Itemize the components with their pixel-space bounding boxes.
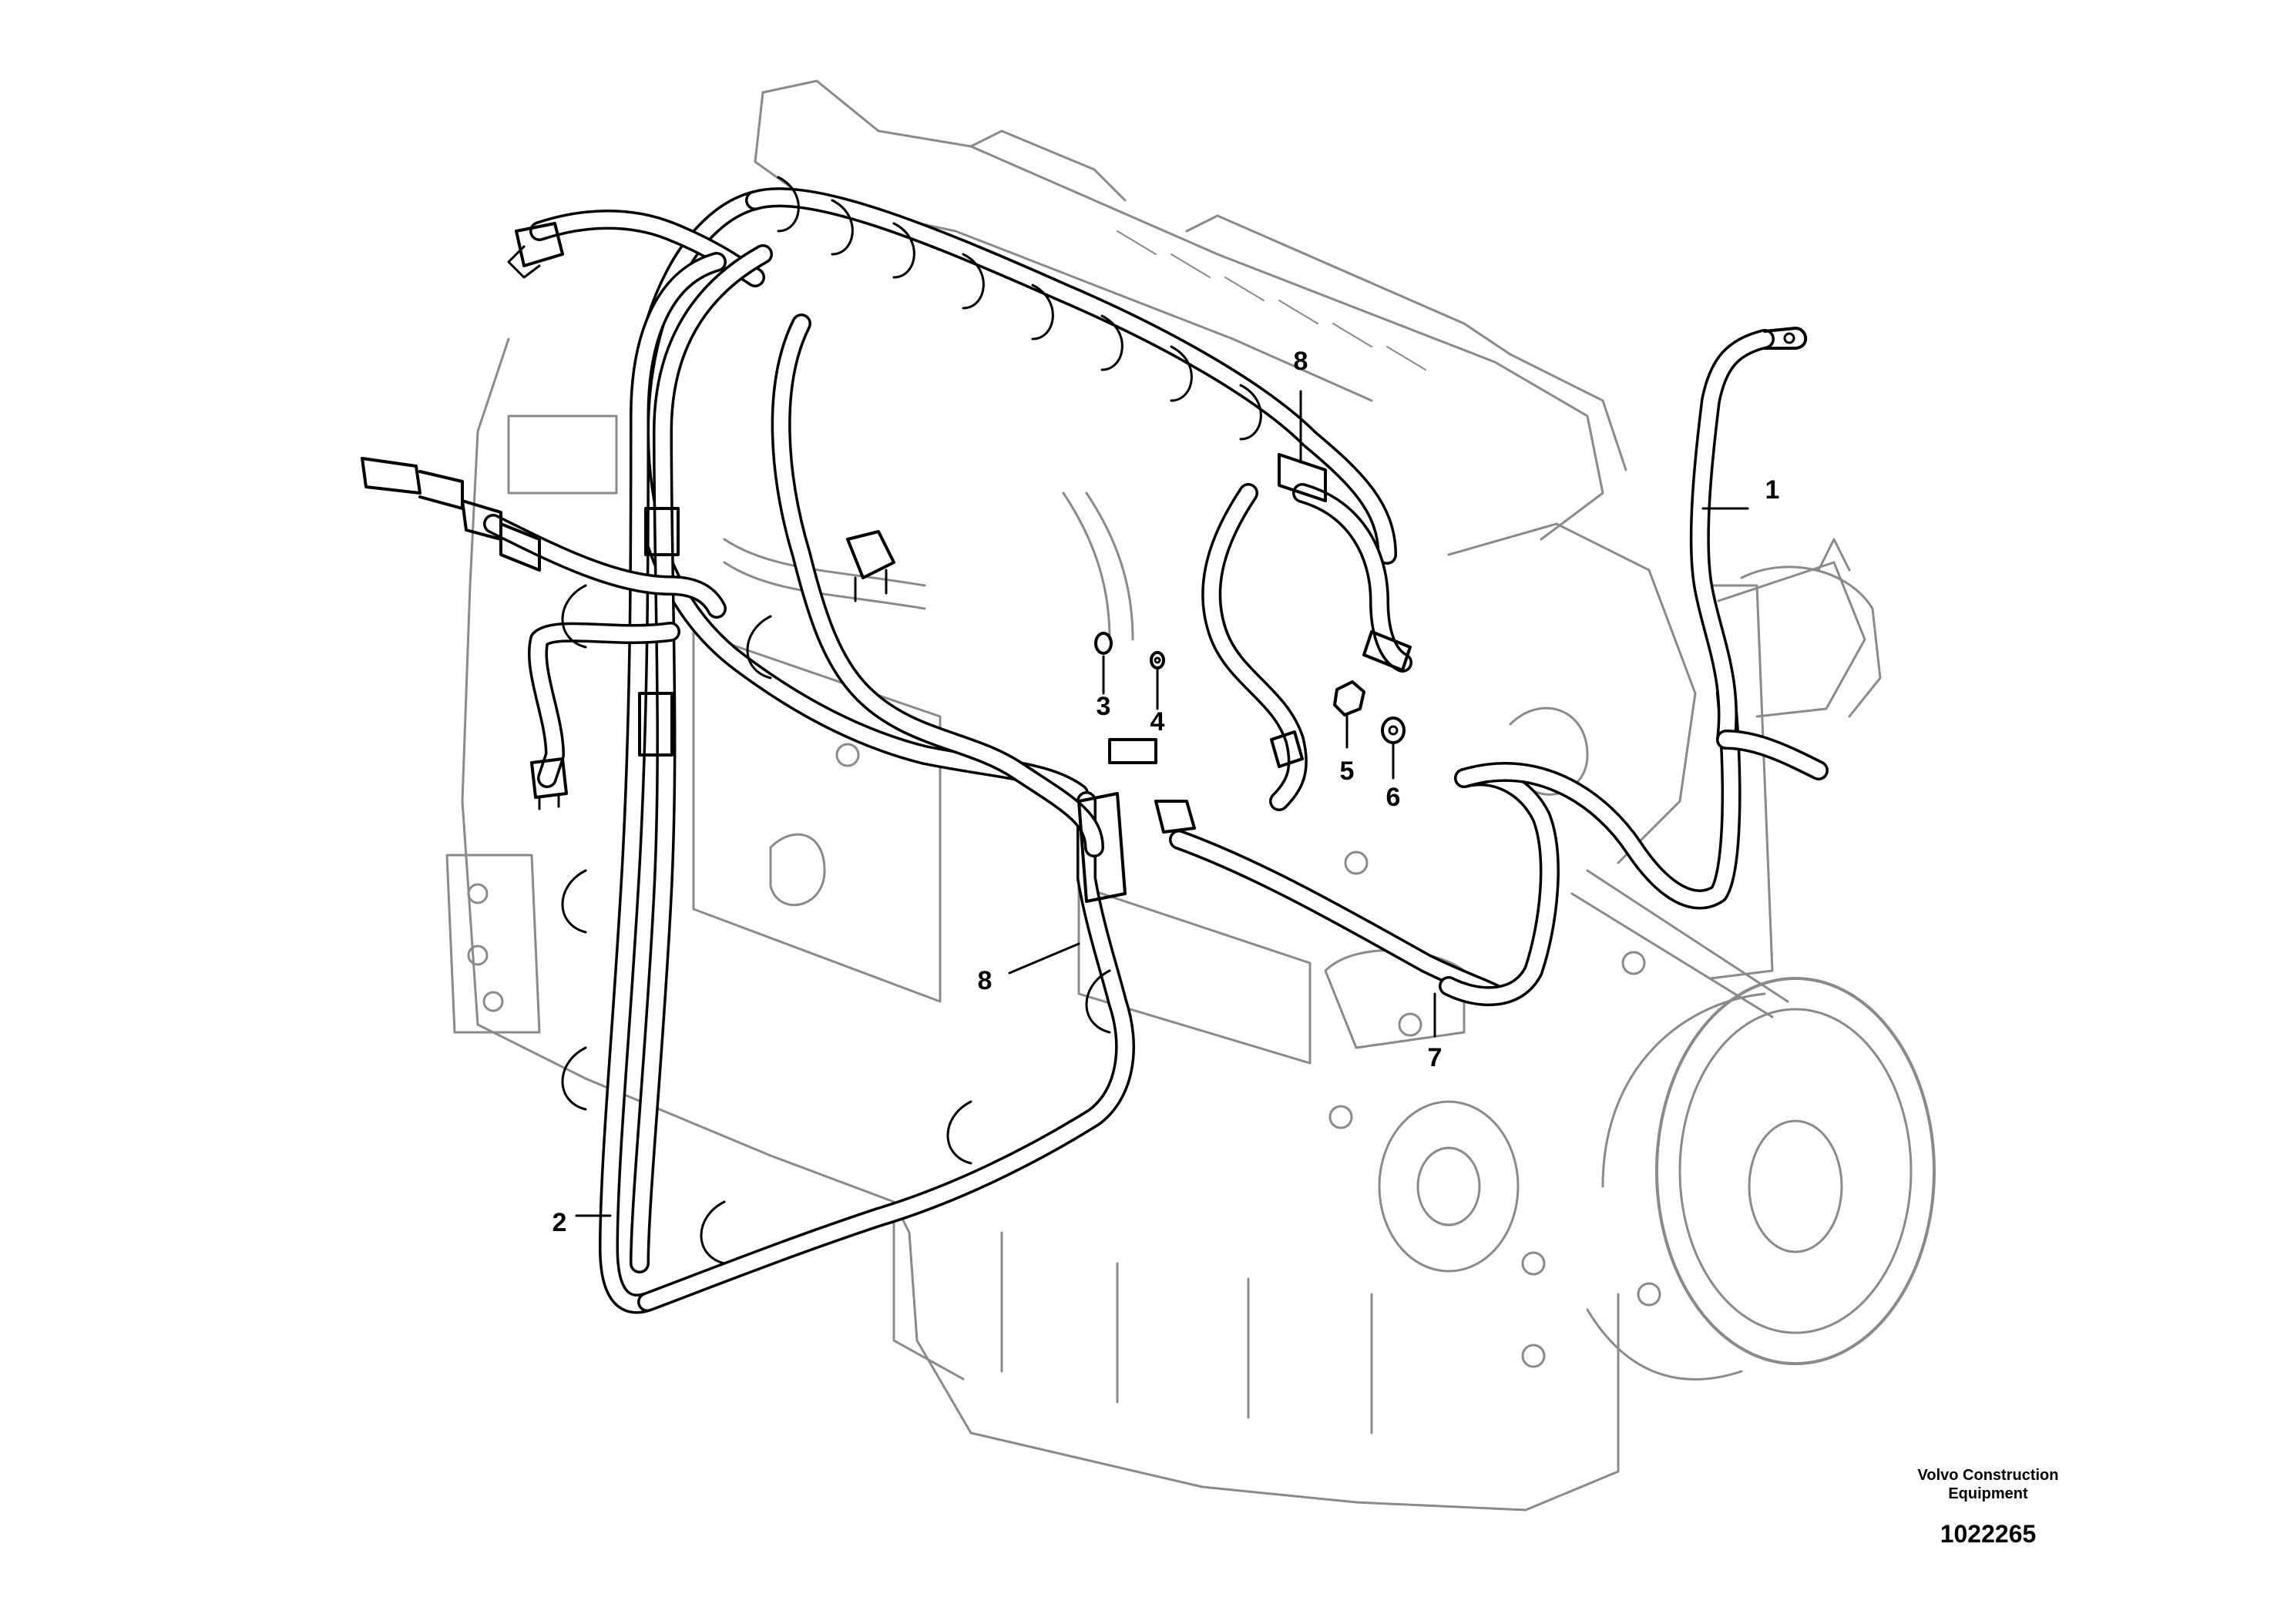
callout-4: 4: [1150, 707, 1165, 737]
callout-8-top: 8: [1293, 347, 1308, 376]
callout-1: 1: [1765, 475, 1780, 505]
brand-line-1: Volvo Construction: [1917, 1467, 2059, 1484]
connector-center: [1077, 738, 1196, 903]
sensor-body: [846, 530, 895, 602]
leader-lines: [575, 390, 1749, 1217]
connector-upper-right: [1278, 453, 1412, 672]
callout-3: 3: [1096, 692, 1111, 721]
hardware-items: [1094, 632, 1406, 768]
callout-6: 6: [1385, 783, 1401, 812]
callout-7: 7: [1427, 1043, 1443, 1072]
connector-top-left: [507, 222, 564, 279]
reference-number: 1022265: [1940, 1520, 2037, 1548]
brand-block: Volvo Construction Equipment 1022265: [1918, 1466, 2059, 1549]
callout-2: 2: [552, 1208, 567, 1237]
engine-block-outline: [445, 79, 1936, 1512]
wiring-harness: [483, 187, 1829, 1314]
callout-5: 5: [1339, 757, 1355, 786]
callout-8-bottom: 8: [977, 966, 992, 995]
ring-terminal: [1763, 327, 1808, 350]
cable-ties: [561, 176, 1262, 1265]
brand-line-2: Equipment: [1948, 1485, 2028, 1502]
connector-lower-left: [530, 757, 568, 810]
connector-left: [361, 457, 541, 572]
